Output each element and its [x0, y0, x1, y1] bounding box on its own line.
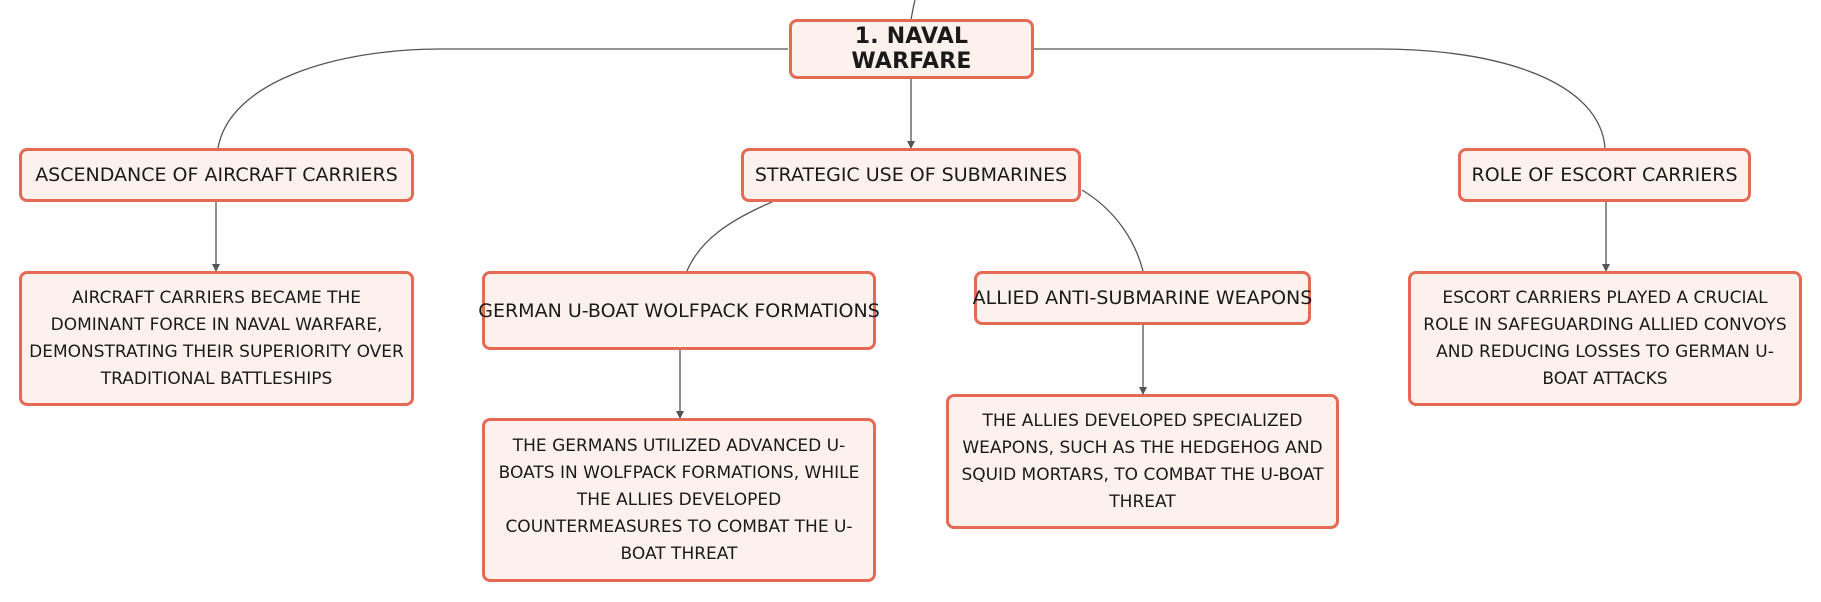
- connector-root-to-aircraft-carriers: [217, 48, 788, 149]
- root-node[interactable]: 1. NAVAL WARFARE: [789, 19, 1034, 79]
- branch-node-submarines[interactable]: STRATEGIC USE OF SUBMARINES: [741, 148, 1081, 202]
- connector-root-parent: [910, 0, 916, 21]
- connector-submarines-to-wolfpack: [686, 201, 773, 272]
- branch-node-escort-carriers[interactable]: ROLE OF ESCORT CARRIERS: [1458, 148, 1751, 202]
- branch-node-aircraft-carriers[interactable]: ASCENDANCE OF AIRCRAFT CARRIERS: [19, 148, 414, 202]
- leaf-node-escort-carriers-detail[interactable]: ESCORT CARRIERS PLAYED A CRUCIAL ROLE IN…: [1408, 271, 1802, 406]
- leaf-node-aircraft-carriers-detail[interactable]: AIRCRAFT CARRIERS BECAME THE DOMINANT FO…: [19, 271, 414, 406]
- leaf-node-wolfpack-detail[interactable]: THE GERMANS UTILIZED ADVANCED U-BOATS IN…: [482, 418, 876, 582]
- connector-submarines-to-allied-weapons: [1081, 189, 1144, 272]
- leaf-node-allied-weapons-detail[interactable]: THE ALLIES DEVELOPED SPECIALIZED WEAPONS…: [946, 394, 1339, 529]
- connector-root-to-escort-carriers: [1034, 48, 1606, 149]
- sub-branch-node-wolfpack[interactable]: GERMAN U-BOAT WOLFPACK FORMATIONS: [478, 271, 880, 350]
- sub-branch-node-allied-weapons[interactable]: ALLIED ANTI-SUBMARINE WEAPONS: [973, 271, 1312, 325]
